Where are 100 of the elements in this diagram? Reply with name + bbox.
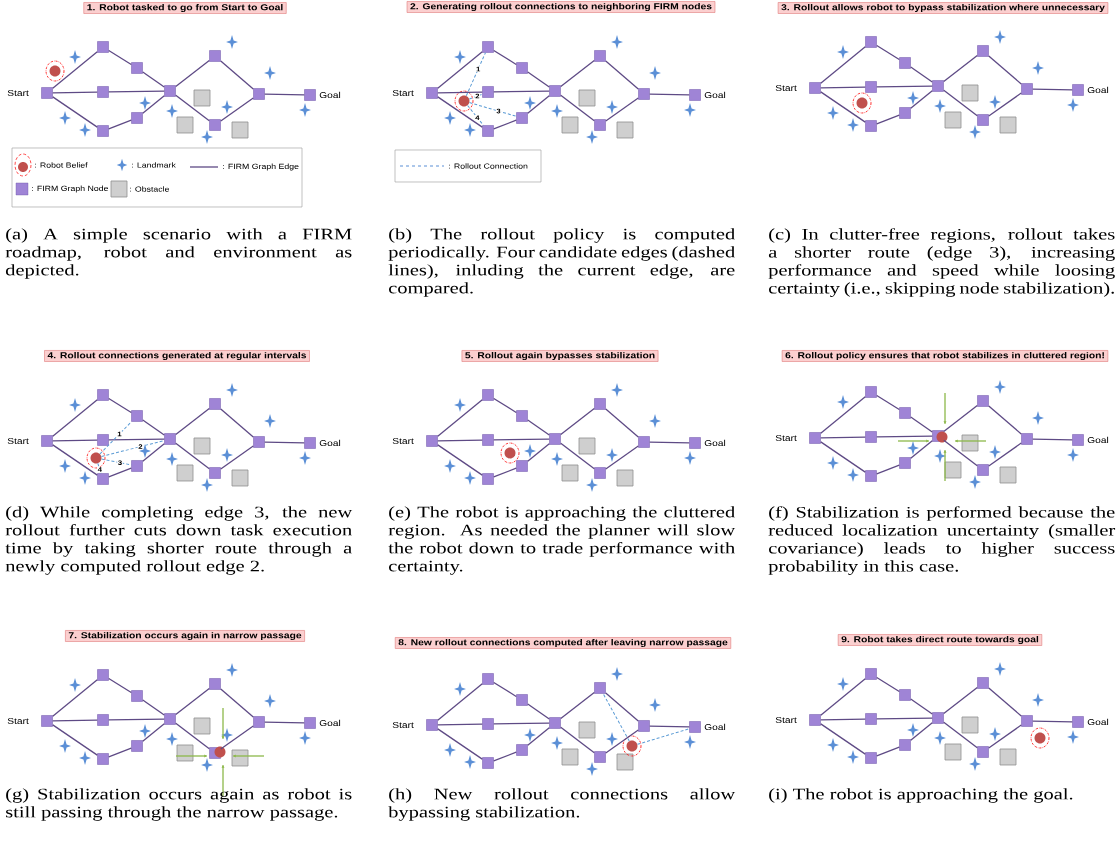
- graph-node: [549, 433, 561, 445]
- graph-node: [516, 62, 528, 74]
- graph-edge: [142, 95, 165, 114]
- graph-edge: [52, 399, 98, 437]
- graph-edge: [108, 90, 165, 93]
- graph-edge: [493, 49, 517, 66]
- graph-node: [516, 460, 528, 472]
- graph-node: [209, 398, 221, 410]
- graph-edge: [943, 686, 978, 715]
- graph-edge: [560, 691, 595, 720]
- title-banner: 7. Stabilization occurs again in narrow passage: [65, 630, 305, 642]
- title-banner: 4. Rollout connections generated at regular intervals: [44, 350, 310, 362]
- endpoint-label: Start: [775, 85, 797, 91]
- graph-node: [809, 714, 821, 726]
- graph-edge: [108, 677, 132, 694]
- graph-node: [899, 739, 911, 751]
- graph-node: [482, 757, 494, 769]
- caption: (e) The robot is approaching the cluttered region. As needed the planner will slow the robot down to trade performance with certainty.: [388, 506, 736, 575]
- graph-edge: [605, 60, 639, 90]
- rollout-connection: [468, 93, 483, 100]
- robot-belief: [1030, 727, 1050, 749]
- graph-edge: [175, 687, 210, 716]
- rollout-connection: [469, 102, 517, 117]
- graph-edge: [220, 408, 254, 438]
- graph-edge: [988, 724, 1022, 749]
- graph-node: [482, 389, 494, 401]
- graph-edge: [52, 51, 98, 89]
- graph-edge: [108, 467, 132, 478]
- graph-edge: [493, 722, 550, 725]
- graph-edge: [876, 44, 900, 61]
- caption: (c) In clutter-free regions, rollout takes a shorter route (edge 3), increasing performance and speed while loosing certainty (i.e., skipping node stabilization).: [768, 228, 1115, 297]
- graph-node: [899, 407, 911, 419]
- rollout-connection: [636, 728, 690, 745]
- graph-node: [209, 50, 221, 62]
- graph-node: [638, 720, 650, 732]
- graph-edge: [142, 443, 165, 462]
- graph-edge: [988, 55, 1022, 85]
- graph-node: [865, 386, 877, 398]
- graph-node: [594, 398, 606, 410]
- graph-edge: [142, 723, 165, 742]
- graph-node: [97, 125, 109, 137]
- graph-edge: [52, 91, 98, 94]
- graph-edge: [910, 90, 933, 109]
- graph-node: [426, 719, 438, 731]
- graph-node: [482, 434, 494, 446]
- caption: (h) New rollout connections allow bypassing stabilization.: [388, 788, 736, 821]
- graph-node: [594, 467, 606, 479]
- graph-node: [1072, 716, 1084, 728]
- graph-node: [516, 112, 528, 124]
- graph-edge: [943, 54, 978, 83]
- graph-edge: [943, 89, 978, 117]
- graph-node: [977, 45, 989, 57]
- graph-node: [549, 717, 561, 729]
- graph-edge: [649, 441, 690, 444]
- graph-edge: [527, 703, 550, 720]
- graph-edge: [560, 59, 595, 88]
- graph-edge: [493, 90, 550, 93]
- endpoint-label: Goal: [319, 439, 341, 447]
- graph-node: [482, 718, 494, 730]
- graph-node: [1072, 84, 1084, 96]
- graph-node: [131, 460, 143, 472]
- graph-node: [594, 682, 606, 694]
- graph-edge: [493, 751, 517, 762]
- endpoint-label: Goal: [704, 91, 726, 99]
- graph-node: [97, 389, 109, 401]
- graph-node: [809, 82, 821, 94]
- title-banner: 8. New rollout connections computed after leaving narrow passage: [394, 637, 732, 649]
- endpoint-label: Start: [7, 718, 29, 724]
- graph-node: [41, 435, 53, 447]
- graph-node: [41, 715, 53, 727]
- graph-node: [899, 57, 911, 69]
- graph-edge: [527, 443, 550, 462]
- graph-edge: [220, 445, 254, 470]
- graph-node: [97, 41, 109, 53]
- graph-edge: [437, 723, 483, 726]
- graph-edge: [437, 439, 483, 442]
- caption: (a) A simple scenario with a FIRM roadmap, robot and environment as depicted.: [5, 228, 352, 279]
- graph-edge: [605, 445, 639, 470]
- graph-node: [594, 50, 606, 62]
- graph-node: [97, 714, 109, 726]
- graph-edge: [820, 718, 866, 721]
- graph-node: [689, 721, 701, 733]
- graph-edge: [493, 397, 517, 414]
- graph-edge: [820, 441, 866, 473]
- graph-edge: [820, 91, 866, 123]
- rollout-connection: [602, 693, 630, 742]
- graph-edge: [820, 723, 866, 755]
- graph-edge: [264, 93, 305, 96]
- graph-node: [164, 433, 176, 445]
- graph-edge: [52, 724, 98, 756]
- graph-edge: [820, 396, 866, 434]
- caption: (f) Stabilization is performed because the reduced localization uncertainty (smaller covariance) leads to higher success probability in this case.: [768, 506, 1116, 575]
- graph-node: [482, 125, 494, 137]
- graph-node: [516, 744, 528, 756]
- graph-edge: [820, 86, 866, 89]
- graph-node: [638, 88, 650, 100]
- graph-edge: [527, 71, 550, 88]
- graph-edge: [910, 698, 933, 715]
- graph-node: [865, 81, 877, 93]
- graph-node: [41, 87, 53, 99]
